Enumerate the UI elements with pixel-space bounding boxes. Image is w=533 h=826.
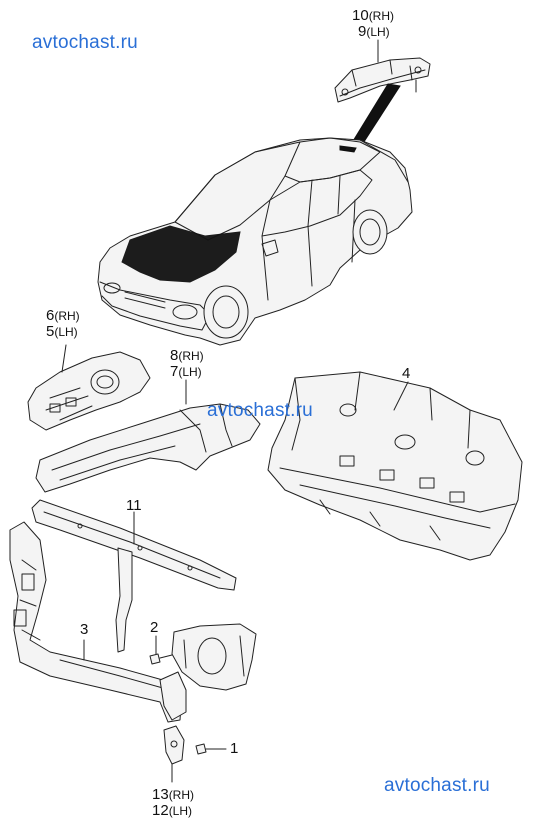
callout-4: 4: [402, 365, 411, 382]
callout-side: (LH): [366, 25, 390, 39]
part-side-member: [35, 379, 261, 493]
callout-side: (RH): [178, 349, 204, 363]
callout-7-lh: 7(LH): [170, 364, 202, 380]
callout-side: (RH): [168, 788, 195, 802]
callout-11: 11: [126, 497, 142, 514]
car-illustration: [97, 137, 413, 346]
part-lower-frame: [9, 521, 187, 723]
callout-2: 2: [150, 619, 159, 636]
part-rear-bracket: [334, 39, 431, 103]
callout-side: (LH): [54, 325, 78, 339]
callout-13-rh: 13(RH): [152, 787, 194, 803]
callout-5-lh: 5(LH): [46, 324, 78, 340]
callout-side: (RH): [368, 9, 395, 23]
part-fender-apron: [27, 344, 151, 431]
callout-side: (RH): [54, 309, 80, 323]
callout-9-lh: 9(LH): [358, 24, 390, 40]
part-bolt-2: [149, 635, 173, 665]
callout-num: 5: [46, 323, 55, 340]
callout-3: 3: [80, 621, 89, 638]
watermark-top: avtochast.ru: [32, 32, 138, 53]
callout-num: 9: [358, 23, 367, 40]
callout-num: 13: [152, 786, 169, 803]
callout-side: (LH): [168, 804, 193, 818]
callout-num: 10: [352, 7, 369, 24]
callout-6-rh: 6(RH): [46, 308, 80, 324]
watermark-middle: avtochast.ru: [207, 400, 313, 421]
callout-1: 1: [230, 740, 239, 757]
part-dash-panel: [267, 371, 523, 561]
callout-num: 12: [152, 802, 169, 819]
part-upper-support: [31, 499, 237, 653]
callout-num: 8: [170, 347, 179, 364]
callout-12-lh: 12(LH): [152, 803, 192, 819]
watermark-bottom: avtochast.ru: [384, 775, 490, 796]
callout-8-rh: 8(RH): [170, 348, 204, 364]
callout-num: 6: [46, 307, 55, 324]
part-headlamp-bracket: [171, 623, 257, 691]
part-small-bracket: [163, 725, 227, 783]
callout-side: (LH): [178, 365, 202, 379]
callout-10-rh: 10(RH): [352, 8, 394, 24]
callout-num: 7: [170, 363, 179, 380]
